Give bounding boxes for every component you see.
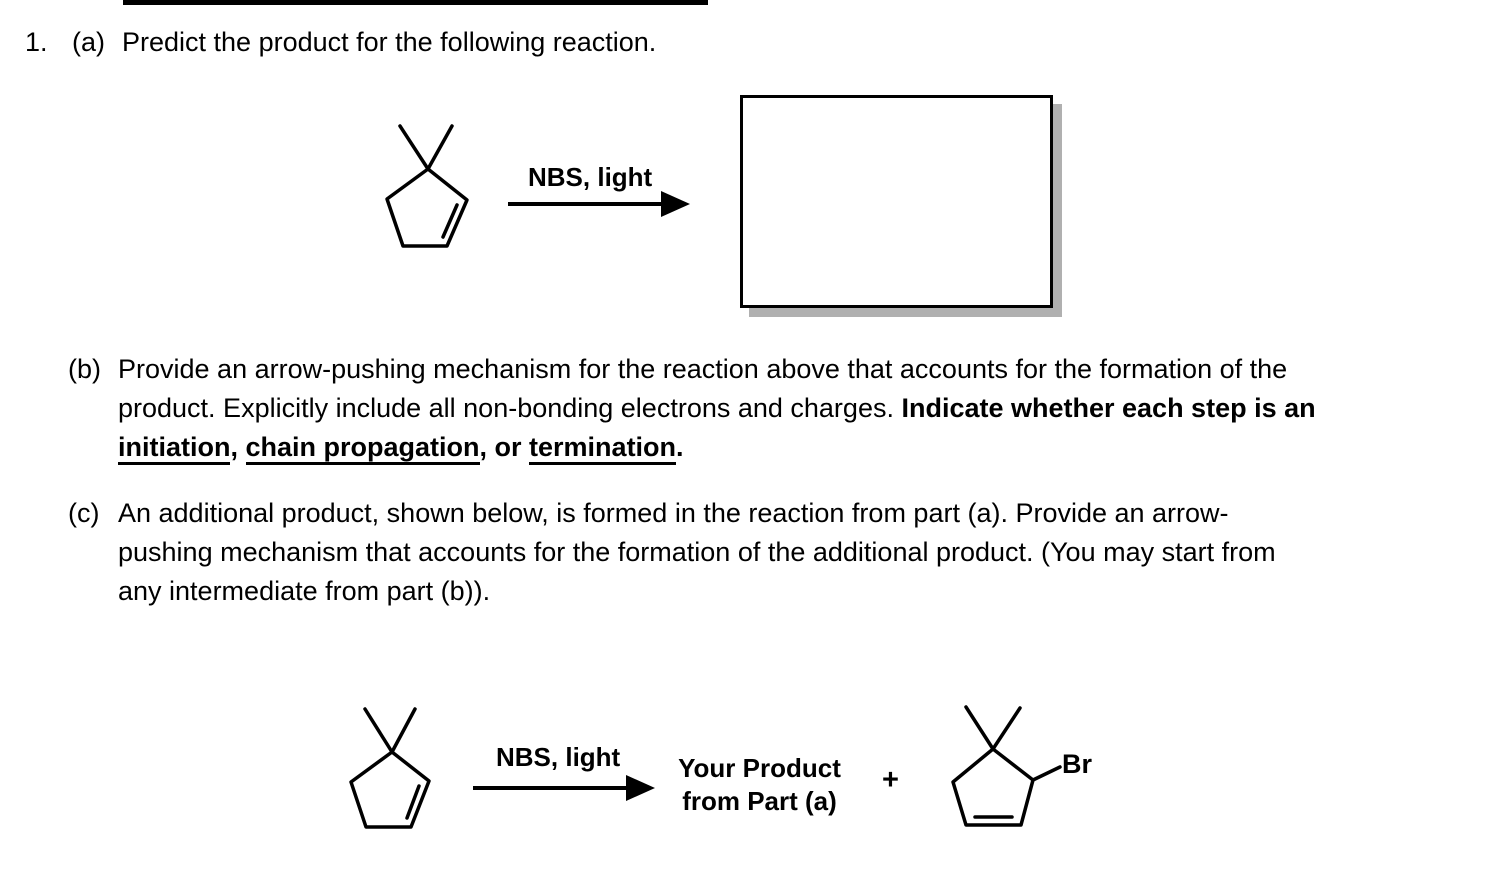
reagent-label-a: NBS, light [528,162,653,192]
separator: , [230,432,246,462]
term-chain-propagation: chain propagation [245,432,480,465]
product-reference-label: Your Product from Part (a) [662,752,857,818]
methyl-bond [363,707,394,754]
reagent-label-c: NBS, light [496,742,621,772]
period: . [676,432,684,462]
methyl-bond [991,706,1022,751]
methyl-bond [390,707,417,754]
part-a-label: (a) [72,27,105,57]
part-b-paragraph: (b) Provide an arrow-pushing mechanism f… [68,350,1316,467]
molecule-dimethylcyclopentene-reactant-a [385,124,469,248]
part-b-line3: initiation, chain propagation, or termin… [118,428,1316,467]
term-termination: termination [529,432,677,465]
reaction-arrow-c [473,775,655,801]
part-a-text: Predict the product for the following re… [122,27,657,57]
scan-artifact-line [123,0,708,5]
part-b-line2-regular: product. Explicitly include all non-bond… [118,393,902,423]
term-initiation: initiation [118,432,231,465]
arrowhead [661,191,690,217]
part-c-line2: pushing mechanism that accounts for the … [118,537,1276,567]
part-c-line1: An additional product, shown below, is f… [118,498,1229,528]
question-number: 1. [25,27,48,57]
methyl-bond [964,705,995,751]
part-b-line2-bold: Indicate whether each step is an [901,393,1316,423]
answer-box [740,95,1053,308]
plus-sign: + [882,764,899,796]
product-reference-line1: Your Product [678,753,841,783]
part-b-label: (b) [68,354,101,384]
separator: , or [479,432,530,462]
methyl-bond [398,124,430,171]
double-bond-inner-line [441,203,459,239]
part-b-line2: product. Explicitly include all non-bond… [118,389,1316,428]
product-reference-line2: from Part (a) [682,786,837,816]
part-b-line1: Provide an arrow-pushing mechanism for t… [118,354,1288,384]
arrowhead [626,775,655,801]
molecule-dimethylcyclopentene-reactant-c [349,707,431,829]
part-c-paragraph: (c) An additional product, shown below, … [68,494,1276,611]
part-c-line3: any intermediate from part (b)). [118,576,491,606]
part-c-text: An additional product, shown below, is f… [118,494,1276,611]
part-c-label: (c) [68,498,100,528]
molecule-bromo-dimethylcyclopentene-product [951,705,1062,827]
part-b-text: Provide an arrow-pushing mechanism for t… [118,350,1316,467]
double-bond-inner-line [405,784,421,820]
question-title: 1. (a) Predict the product for the follo… [25,26,656,58]
reaction-arrow-a [508,191,690,217]
carbon-bromine-bond [1031,765,1062,782]
bromine-atom-label: Br [1062,749,1093,779]
methyl-bond [426,124,454,171]
